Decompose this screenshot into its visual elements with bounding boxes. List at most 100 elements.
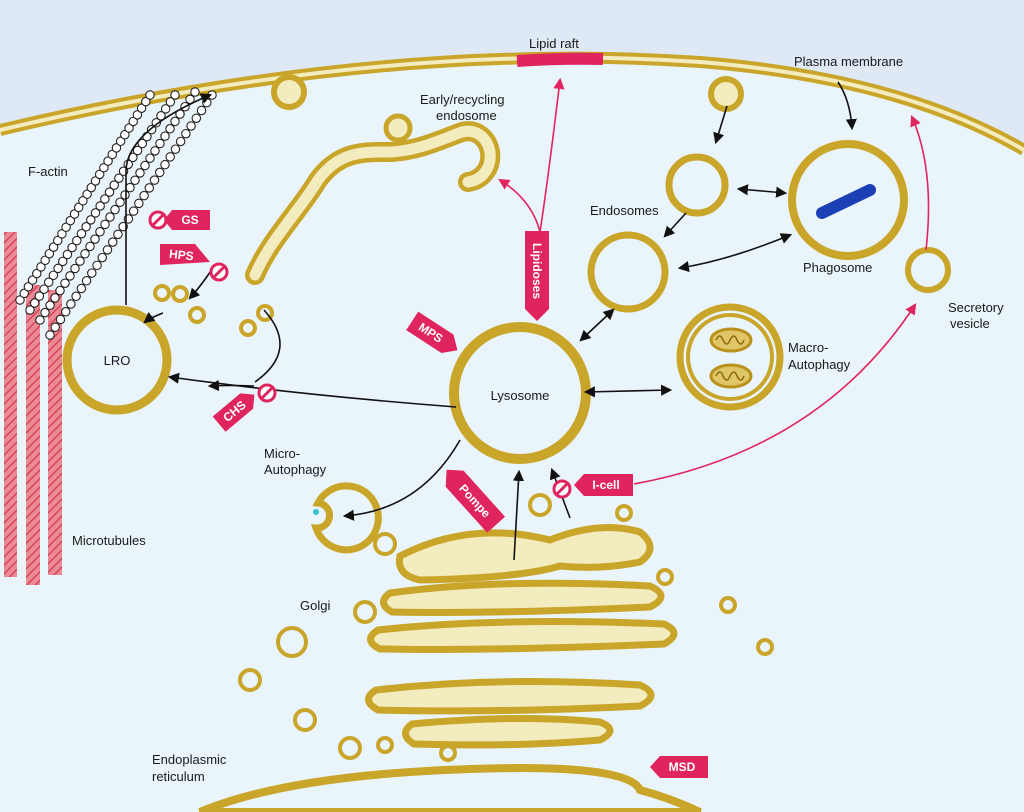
actin-bead xyxy=(165,124,175,134)
actin-bead xyxy=(134,198,144,209)
actin-bead xyxy=(191,113,202,123)
actin-bead xyxy=(102,245,113,255)
label-secretory-2: vesicle xyxy=(950,316,990,331)
secretory-vesicle xyxy=(905,247,951,293)
endosome-upper xyxy=(665,153,729,217)
actin-bead xyxy=(111,143,122,153)
label-micro-2: Autophagy xyxy=(264,462,327,477)
actin-bead xyxy=(32,268,42,279)
actin-bead xyxy=(29,298,40,308)
actin-bead xyxy=(43,277,54,288)
actin-bead xyxy=(34,291,45,301)
actin-bead xyxy=(66,299,76,309)
actin-bead xyxy=(48,270,59,281)
actin-bead xyxy=(81,276,92,286)
tag-lipidoses: Lipidoses xyxy=(525,231,549,321)
actin-bead xyxy=(160,131,170,141)
actin-bead xyxy=(115,197,125,208)
actin-bead xyxy=(141,96,151,107)
tag-gs: GS xyxy=(164,210,210,230)
svg-text:GS: GS xyxy=(181,213,198,227)
vesicle xyxy=(153,284,171,302)
label-golgi: Golgi xyxy=(300,598,330,613)
actin-bead xyxy=(136,103,147,113)
vesicle xyxy=(171,285,189,303)
actin-bead xyxy=(144,183,155,193)
actin-bead xyxy=(45,300,55,311)
label-early-endosome-1: Early/recycling xyxy=(420,92,505,107)
actin-bead xyxy=(57,229,67,239)
label-micro-1: Micro- xyxy=(264,446,300,461)
vesicle xyxy=(376,736,394,754)
actin-bead xyxy=(146,124,157,135)
label-plasma-membrane: Plasma membrane xyxy=(794,54,903,69)
actin-bead xyxy=(120,190,130,200)
actin-bead xyxy=(132,110,143,120)
vesicle xyxy=(719,596,737,614)
actin-bead xyxy=(25,305,35,315)
label-er-1: Endoplasmic xyxy=(152,752,227,767)
endosome-lower xyxy=(587,231,669,313)
actin-bead xyxy=(151,117,162,128)
defect-pathway-arrows xyxy=(498,77,930,485)
vesicle xyxy=(238,668,262,692)
label-macro-2: Autophagy xyxy=(788,357,851,372)
actin-bead xyxy=(90,234,100,244)
label-lro: LRO xyxy=(104,353,131,368)
actin-bead xyxy=(75,256,85,266)
vesicle xyxy=(293,708,317,732)
trafficking-arrows xyxy=(125,81,857,561)
golgi-apparatus xyxy=(365,524,678,749)
actin-bead xyxy=(128,116,138,127)
actin-bead xyxy=(71,291,81,302)
actin-bead xyxy=(135,168,145,178)
actin-bead xyxy=(175,136,186,147)
actin-bead xyxy=(114,173,124,183)
membrane-invagination-right xyxy=(708,76,744,112)
actin-bead xyxy=(113,229,123,240)
membrane-invagination-left xyxy=(271,74,307,110)
svg-text:MSD: MSD xyxy=(669,760,696,774)
actin-bead xyxy=(132,145,143,156)
tag-icell: I-cell xyxy=(574,474,633,496)
actin-bead xyxy=(107,149,118,160)
actin-bead xyxy=(23,282,34,292)
actin-bead xyxy=(27,275,38,285)
actin-bead xyxy=(50,293,60,303)
actin-bead xyxy=(145,153,155,163)
label-lysosome: Lysosome xyxy=(491,388,550,403)
actin-bead xyxy=(45,330,55,340)
actin-bead xyxy=(53,263,63,274)
actin-bead xyxy=(170,90,180,100)
actin-bead xyxy=(76,283,87,294)
svg-text:HPS: HPS xyxy=(168,247,194,264)
actin-bead xyxy=(65,215,76,226)
actin-bead xyxy=(103,156,113,166)
label-lipid-raft: Lipid raft xyxy=(529,36,579,51)
actin-bead xyxy=(81,222,91,232)
actin-bead xyxy=(154,167,165,178)
actin-bead xyxy=(99,162,109,173)
actin-bead xyxy=(61,222,71,233)
actin-bead xyxy=(78,196,88,206)
actin-bead xyxy=(139,190,149,201)
vesicle xyxy=(276,626,308,658)
actin-bead xyxy=(62,249,73,260)
actin-bead xyxy=(76,228,87,239)
actin-bead xyxy=(65,271,75,281)
vesicle xyxy=(656,568,674,586)
actin-bead xyxy=(80,249,90,259)
actin-bead xyxy=(170,116,180,127)
actin-bead xyxy=(36,262,46,272)
actin-bead xyxy=(181,128,191,139)
actin-bead xyxy=(109,180,119,190)
actin-bead xyxy=(130,175,140,186)
actin-bead xyxy=(165,97,176,107)
actin-bead xyxy=(100,194,110,204)
vesicle xyxy=(439,744,457,762)
phagocytosed-particle xyxy=(816,184,876,219)
lipid-raft xyxy=(516,52,604,67)
f-actin-filaments xyxy=(15,87,217,340)
